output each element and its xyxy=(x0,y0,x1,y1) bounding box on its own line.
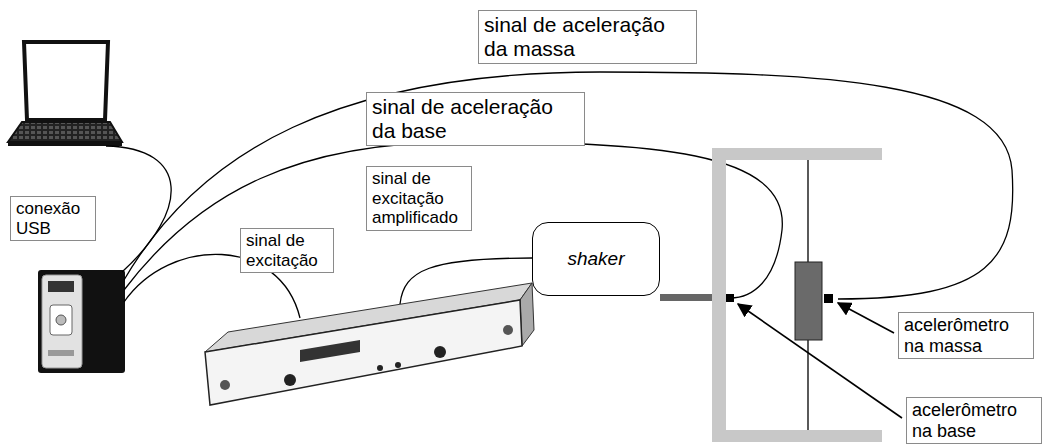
leader-arrows xyxy=(738,303,902,418)
amplifier-knob xyxy=(284,374,296,386)
laptop-screen xyxy=(24,42,108,120)
mass-signal-cable xyxy=(124,72,1013,299)
mass xyxy=(795,262,822,340)
amplifier-display xyxy=(300,340,360,362)
amplified-excitation-cable xyxy=(400,258,532,304)
base-accelerometer xyxy=(726,294,734,302)
cables xyxy=(106,72,1013,318)
signal-label: sinal de excitação xyxy=(246,231,328,270)
base-signal-cable xyxy=(124,142,782,298)
label-box: sinal de aceleração da base xyxy=(366,92,585,146)
test-rig xyxy=(660,148,882,442)
leader-arrow xyxy=(738,304,902,418)
signal-label: conexão USB xyxy=(16,199,90,238)
signal-label: acelerômetro na massa xyxy=(904,315,1028,356)
label-box: sinal de aceleração da massa xyxy=(478,10,697,64)
laptop xyxy=(8,42,122,146)
usb-cable xyxy=(106,146,171,272)
amplifier-front xyxy=(205,300,522,405)
shaker-rod xyxy=(660,294,712,301)
amplifier-switch xyxy=(377,365,383,371)
signal-label: acelerômetro na base xyxy=(912,400,1036,441)
daq-front-panel xyxy=(42,275,82,368)
label-box: sinal de excitação xyxy=(240,228,334,273)
laptop-keyboard xyxy=(8,122,122,142)
label-box: conexão USB xyxy=(10,196,96,241)
amplifier-handle xyxy=(220,380,230,390)
mass-accelerometer xyxy=(824,294,833,303)
leader-arrow xyxy=(838,303,894,333)
signal-label: sinal de aceleração da massa xyxy=(484,13,691,61)
label-box: sinal de excitação amplificado xyxy=(366,166,472,231)
laptop-base xyxy=(8,142,122,146)
amplifier-switch xyxy=(395,362,401,368)
signal-label: sinal de excitação amplificado xyxy=(372,169,466,228)
daq-body xyxy=(38,270,125,373)
daq-knob xyxy=(56,315,66,325)
amplifier-handle xyxy=(503,325,513,335)
amplifier xyxy=(205,283,534,405)
base-frame xyxy=(712,148,882,442)
shaker-box: shaker xyxy=(532,222,660,296)
amplifier-knob xyxy=(434,346,446,358)
daq-connector xyxy=(48,350,74,356)
daq-panel-detail xyxy=(50,305,72,335)
device-name: shaker xyxy=(567,248,624,270)
daq-display xyxy=(48,281,74,292)
label-box: acelerômetro na massa xyxy=(898,312,1034,359)
label-box: acelerômetro na base xyxy=(906,397,1042,444)
daq-unit xyxy=(38,270,125,373)
signal-label: sinal de aceleração da base xyxy=(372,95,579,143)
